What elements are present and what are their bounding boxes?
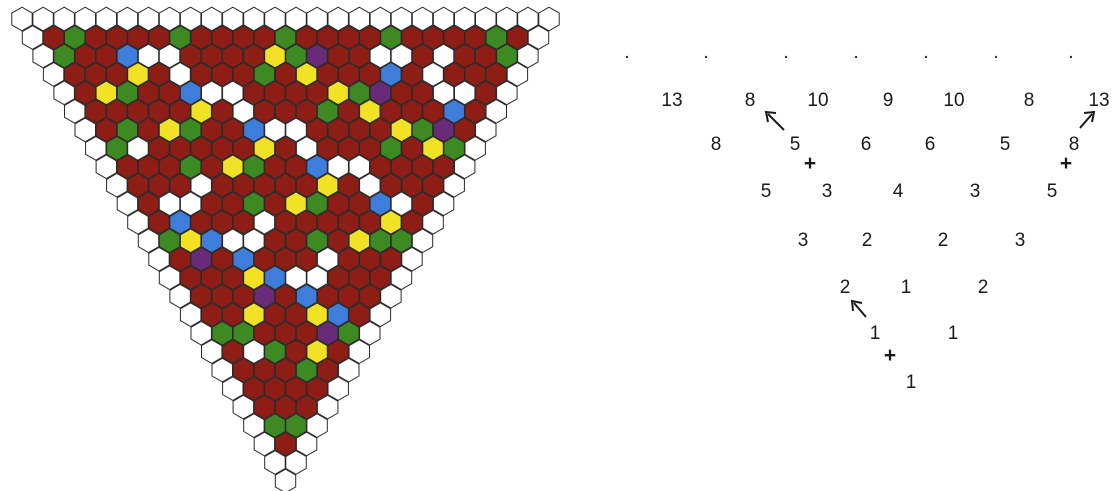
plus-sign: + xyxy=(1060,152,1072,175)
row5-number: 2 xyxy=(978,277,989,298)
row1-number: 9 xyxy=(883,90,894,111)
arrow-icon xyxy=(852,301,866,317)
row1-number: 13 xyxy=(1088,90,1109,111)
row1-number: 10 xyxy=(807,90,828,111)
row1-number: 13 xyxy=(661,90,682,111)
row2-number: 6 xyxy=(861,134,872,155)
dot-6: . xyxy=(993,42,998,63)
row3-number: 5 xyxy=(1047,181,1058,202)
row3-number: 3 xyxy=(970,181,981,202)
row3-number: 3 xyxy=(822,181,833,202)
arrow-icon xyxy=(766,112,784,130)
row2-number: 8 xyxy=(711,134,722,155)
row5-number: 2 xyxy=(840,277,851,298)
arrow-icon xyxy=(1080,112,1094,128)
row6-number: 1 xyxy=(948,323,959,344)
dot-3: . xyxy=(783,42,788,63)
dot-1: . xyxy=(624,42,629,63)
row1-number: 8 xyxy=(745,90,756,111)
row6-number: 1 xyxy=(870,323,881,344)
dot-4: . xyxy=(853,42,858,63)
plus-sign: + xyxy=(884,344,896,367)
row7-number: 1 xyxy=(906,372,917,393)
row4-number: 2 xyxy=(938,230,949,251)
row3-number: 4 xyxy=(893,181,904,202)
row2-number: 5 xyxy=(790,134,801,155)
dot-5: . xyxy=(923,42,928,63)
dot-2: . xyxy=(703,42,708,63)
row1-number: 10 xyxy=(943,90,964,111)
number-triangle: . . . . . . . 13 8 10 9 10 8 13 8 5 6 6 … xyxy=(624,42,1109,393)
row4-number: 3 xyxy=(1015,230,1026,251)
row4-number: 2 xyxy=(862,230,873,251)
dot-7: . xyxy=(1068,42,1073,63)
row2-number: 5 xyxy=(1000,134,1011,155)
row5-number: 1 xyxy=(901,277,912,298)
bead-triangle-pattern xyxy=(12,7,559,491)
row3-number: 5 xyxy=(761,181,772,202)
row2-number: 6 xyxy=(925,134,936,155)
row1-number: 8 xyxy=(1024,90,1035,111)
plus-sign: + xyxy=(804,152,816,175)
row4-number: 3 xyxy=(798,230,809,251)
